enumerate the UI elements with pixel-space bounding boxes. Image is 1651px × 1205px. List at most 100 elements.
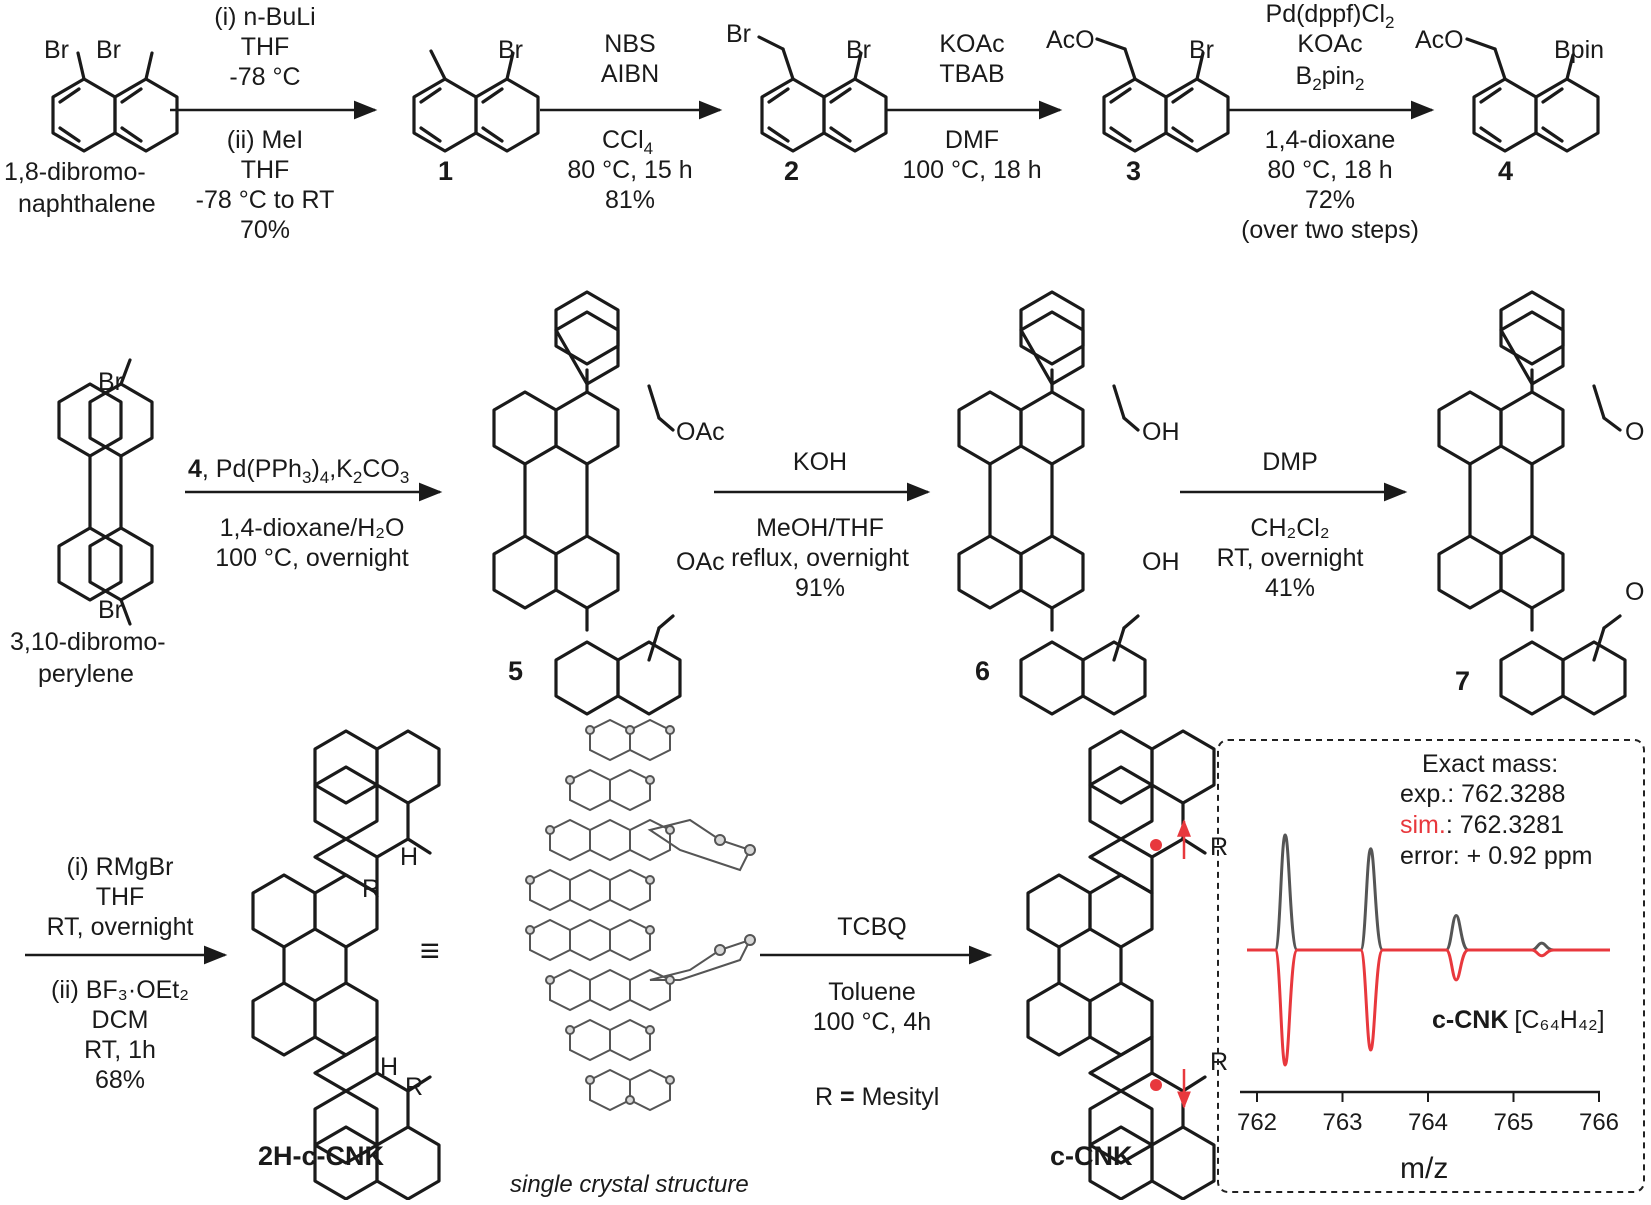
start-material-name: naphthalene	[18, 190, 156, 218]
r-label: R	[405, 1073, 423, 1101]
svg-text:DMP: DMP	[1262, 448, 1318, 476]
svg-text:72%: 72%	[1305, 186, 1355, 214]
compound-number: 2	[784, 156, 799, 186]
svg-text:(i) n-BuLi: (i) n-BuLi	[214, 3, 315, 31]
step9-conditions: TCBQ Toluene 100 °C, 4h	[813, 913, 931, 1036]
compound-6-structure	[957, 290, 1147, 716]
svg-text:DCM: DCM	[92, 1006, 149, 1034]
svg-text:(ii) BF₃·OEt₂: (ii) BF₃·OEt₂	[51, 976, 189, 1004]
compound-name: 2H-c-CNK	[258, 1141, 385, 1171]
crystal-structure-image	[525, 718, 756, 1112]
svg-text:80 °C, 18 h: 80 °C, 18 h	[1267, 156, 1392, 184]
step5-conditions: 4, Pd(PPh3)4,K2CO3 1,4-dioxane/H₂O 100 °…	[188, 455, 409, 572]
dibromoperylene-structure	[57, 358, 154, 626]
svg-text:reflux, overnight: reflux, overnight	[731, 544, 909, 572]
compound-5-structure	[492, 290, 682, 716]
svg-text:Toluene: Toluene	[828, 978, 916, 1006]
compound-1-structure	[412, 49, 540, 153]
compound-number: 5	[508, 656, 523, 686]
h-label: H	[380, 1053, 398, 1081]
r-definition: R = Mesityl	[815, 1083, 939, 1111]
ms-tick-label: 765	[1493, 1109, 1533, 1136]
compound-number: 3	[1126, 156, 1141, 186]
svg-text:4, Pd(PPh3)4,K2CO3: 4, Pd(PPh3)4,K2CO3	[188, 455, 409, 487]
ms-tick-label: 763	[1322, 1109, 1362, 1136]
ms-tick-label: 764	[1408, 1109, 1448, 1136]
svg-text:RT, overnight: RT, overnight	[47, 913, 194, 941]
br-label: Br	[1189, 36, 1214, 64]
svg-text:KOAc: KOAc	[939, 30, 1004, 58]
compound-name: c-CNK	[1050, 1141, 1133, 1171]
svg-text:KOH: KOH	[793, 448, 847, 476]
svg-text:(i) RMgBr: (i) RMgBr	[67, 853, 174, 881]
svg-text:TBAB: TBAB	[939, 60, 1004, 88]
oh-label: OH	[1142, 548, 1180, 576]
c-cnk-structure	[1026, 729, 1216, 1201]
svg-text:KOAc: KOAc	[1297, 30, 1362, 58]
br-label: Br	[498, 36, 523, 64]
h-label: H	[400, 843, 418, 871]
br-label: Br	[846, 36, 871, 64]
svg-text:CCl4: CCl4	[602, 126, 653, 158]
br-label: Br	[726, 20, 751, 48]
svg-text:TCBQ: TCBQ	[837, 913, 906, 941]
oh-label: OH	[1142, 418, 1180, 446]
ms-series-0	[1247, 833, 1610, 952]
br-label: Br	[98, 368, 123, 396]
oac-label: OAc	[676, 548, 725, 576]
svg-text:91%: 91%	[795, 574, 845, 602]
ms-exp: exp.: 762.3288	[1400, 780, 1565, 808]
svg-text:(ii) MeI: (ii) MeI	[227, 126, 303, 154]
svg-text:-78 °C to RT: -78 °C to RT	[196, 186, 335, 214]
ms-xlabel: m/z	[1400, 1152, 1448, 1185]
aco-label: AcO	[1415, 26, 1464, 54]
step6-conditions: KOH MeOH/THF reflux, overnight 91%	[731, 448, 909, 602]
compound-number: 6	[975, 656, 990, 686]
svg-text:70%: 70%	[240, 216, 290, 244]
aco-label: AcO	[1046, 26, 1095, 54]
svg-text:DMF: DMF	[945, 126, 999, 154]
ms-error: error: + 0.92 ppm	[1400, 842, 1592, 870]
oac-label: OAc	[676, 418, 725, 446]
dibromonaphthalene-structure	[51, 51, 179, 153]
2h-c-cnk-structure	[251, 729, 441, 1201]
start-material-name: 3,10-dibromo-	[10, 628, 166, 656]
compound-2-structure	[757, 35, 888, 153]
svg-text:81%: 81%	[605, 186, 655, 214]
compound-3-structure	[1095, 37, 1230, 153]
radical-dot	[1150, 1079, 1162, 1091]
step4-conditions: Pd(dppf)Cl2 KOAc B2pin2 1,4-dioxane 80 °…	[1241, 0, 1419, 244]
svg-text:100 °C, 4h: 100 °C, 4h	[813, 1008, 931, 1036]
compound-4-structure	[1465, 37, 1600, 153]
svg-text:1,4-dioxane/H₂O: 1,4-dioxane/H₂O	[220, 514, 405, 542]
svg-text:100 °C, 18 h: 100 °C, 18 h	[902, 156, 1041, 184]
svg-text:41%: 41%	[1265, 574, 1315, 602]
ms-tick-label: 762	[1237, 1109, 1277, 1136]
aldehyde-o-label: O	[1625, 418, 1644, 446]
br-label: Br	[96, 36, 121, 64]
compound-number: 7	[1455, 666, 1470, 696]
start-material-name: 1,8-dibromo-	[4, 158, 146, 186]
aldehyde-o-label: O	[1625, 578, 1644, 606]
r-label: R	[1210, 833, 1228, 861]
ms-series-1	[1247, 948, 1610, 1067]
compound-7-structure	[1437, 290, 1627, 716]
crystal-caption: single crystal structure	[510, 1171, 749, 1198]
radical-dot	[1150, 839, 1162, 851]
compound-number: 4	[1498, 156, 1513, 186]
ms-formula: c-CNK[C₆₄H₄₂]	[1432, 1006, 1605, 1034]
svg-text:RT, overnight: RT, overnight	[1217, 544, 1364, 572]
br-label: Br	[98, 596, 123, 624]
bpin-label: Bpin	[1554, 36, 1604, 64]
step1-conditions: (i) n-BuLi THF -78 °C (ii) MeI THF -78 °…	[196, 3, 335, 244]
svg-text:100 °C, overnight: 100 °C, overnight	[215, 544, 408, 572]
svg-text:80 °C, 15 h: 80 °C, 15 h	[567, 156, 692, 184]
svg-text:NBS: NBS	[604, 30, 655, 58]
svg-text:THF: THF	[241, 33, 290, 61]
svg-text:AIBN: AIBN	[601, 60, 659, 88]
svg-text:THF: THF	[96, 883, 145, 911]
svg-text:B2pin2: B2pin2	[1296, 62, 1365, 94]
mass-spectrum-plot	[1247, 833, 1610, 1067]
